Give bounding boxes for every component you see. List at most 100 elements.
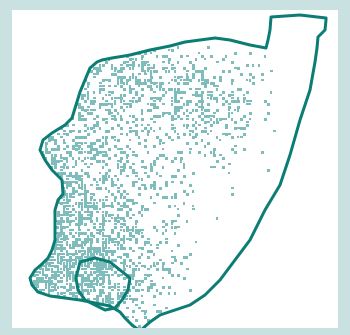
coverage-cell <box>54 178 57 181</box>
coverage-cell <box>132 226 134 229</box>
coverage-cell <box>33 64 35 67</box>
coverage-cell <box>84 100 87 103</box>
coverage-cell <box>141 295 143 297</box>
coverage-cell <box>153 97 156 99</box>
coverage-cell <box>72 274 75 277</box>
coverage-cell <box>231 112 233 114</box>
coverage-cell <box>102 160 105 163</box>
coverage-cell <box>150 79 152 82</box>
coverage-cell <box>90 127 93 130</box>
coverage-cell <box>261 40 264 42</box>
coverage-cell <box>108 112 111 115</box>
coverage-cell <box>96 148 98 151</box>
coverage-cell <box>78 202 81 205</box>
coverage-cell <box>39 196 42 199</box>
coverage-cell <box>30 226 32 229</box>
coverage-cell <box>30 196 33 198</box>
coverage-cell <box>72 166 75 168</box>
coverage-cell <box>207 103 210 106</box>
coverage-cell <box>42 298 44 301</box>
coverage-cell <box>159 82 162 85</box>
coverage-cell <box>153 184 156 187</box>
coverage-cell <box>51 106 54 109</box>
coverage-cell <box>39 133 42 136</box>
coverage-cell <box>228 115 230 118</box>
coverage-cell <box>222 166 225 169</box>
coverage-cell <box>51 157 54 160</box>
coverage-cell <box>48 283 51 286</box>
coverage-cell <box>78 316 81 318</box>
coverage-cell <box>117 232 120 235</box>
coverage-cell <box>45 40 48 43</box>
coverage-cell <box>45 235 48 237</box>
coverage-cell <box>93 148 96 151</box>
coverage-cell <box>87 325 89 328</box>
coverage-cell <box>33 115 36 117</box>
coverage-cell <box>81 241 84 244</box>
coverage-cell <box>84 307 87 310</box>
coverage-cell <box>102 244 104 247</box>
coverage-cell <box>168 112 171 115</box>
coverage-cell <box>102 145 104 148</box>
coverage-cell <box>156 70 158 73</box>
coverage-cell <box>126 145 129 148</box>
coverage-cell <box>111 178 113 181</box>
coverage-cell <box>108 214 111 217</box>
coverage-cell <box>84 271 87 274</box>
coverage-cell <box>63 220 65 223</box>
coverage-cell <box>42 190 45 192</box>
coverage-cell <box>108 157 111 160</box>
coverage-cell <box>57 235 60 238</box>
coverage-cell <box>45 274 48 277</box>
coverage-cell <box>78 43 81 46</box>
coverage-cell <box>123 286 126 288</box>
coverage-cell <box>60 73 62 76</box>
coverage-cell <box>120 166 123 168</box>
coverage-cell <box>42 229 45 232</box>
coverage-cell <box>177 106 180 109</box>
coverage-cell <box>42 250 44 253</box>
coverage-cell <box>78 256 81 259</box>
coverage-cell <box>243 100 245 103</box>
coverage-cell <box>132 130 135 132</box>
coverage-cell <box>54 115 57 118</box>
coverage-cell <box>210 118 212 121</box>
coverage-cell <box>96 70 99 73</box>
coverage-cell <box>81 76 84 79</box>
coverage-cell <box>183 175 186 178</box>
coverage-cell <box>162 226 165 228</box>
coverage-cell <box>186 193 189 196</box>
coverage-cell <box>63 286 66 289</box>
coverage-cell <box>48 58 51 61</box>
coverage-cell <box>78 148 80 150</box>
coverage-cell <box>84 304 87 306</box>
coverage-cell <box>198 88 201 90</box>
coverage-cell <box>66 211 69 214</box>
coverage-cell <box>141 229 144 231</box>
coverage-cell <box>90 214 93 217</box>
coverage-cell <box>102 154 105 157</box>
coverage-cell <box>48 202 51 205</box>
coverage-cell <box>174 226 177 229</box>
coverage-cell <box>168 82 170 84</box>
coverage-cell <box>39 220 42 223</box>
coverage-cell <box>36 253 39 256</box>
coverage-cell <box>210 97 212 100</box>
coverage-cell <box>60 46 62 49</box>
coverage-cell <box>78 220 81 223</box>
coverage-cell <box>114 217 117 220</box>
coverage-cell <box>48 85 50 87</box>
coverage-cell <box>48 241 51 243</box>
coverage-cell <box>123 322 126 325</box>
coverage-cell <box>156 85 158 88</box>
coverage-cell <box>141 40 144 43</box>
coverage-cell <box>120 319 123 322</box>
coverage-cell <box>66 208 69 210</box>
coverage-cell <box>78 49 80 51</box>
coverage-cell <box>189 61 192 64</box>
coverage-cell <box>90 151 92 154</box>
coverage-cell <box>87 235 89 238</box>
coverage-cell <box>42 163 44 166</box>
coverage-cell <box>156 97 159 100</box>
coverage-cell <box>120 118 123 121</box>
